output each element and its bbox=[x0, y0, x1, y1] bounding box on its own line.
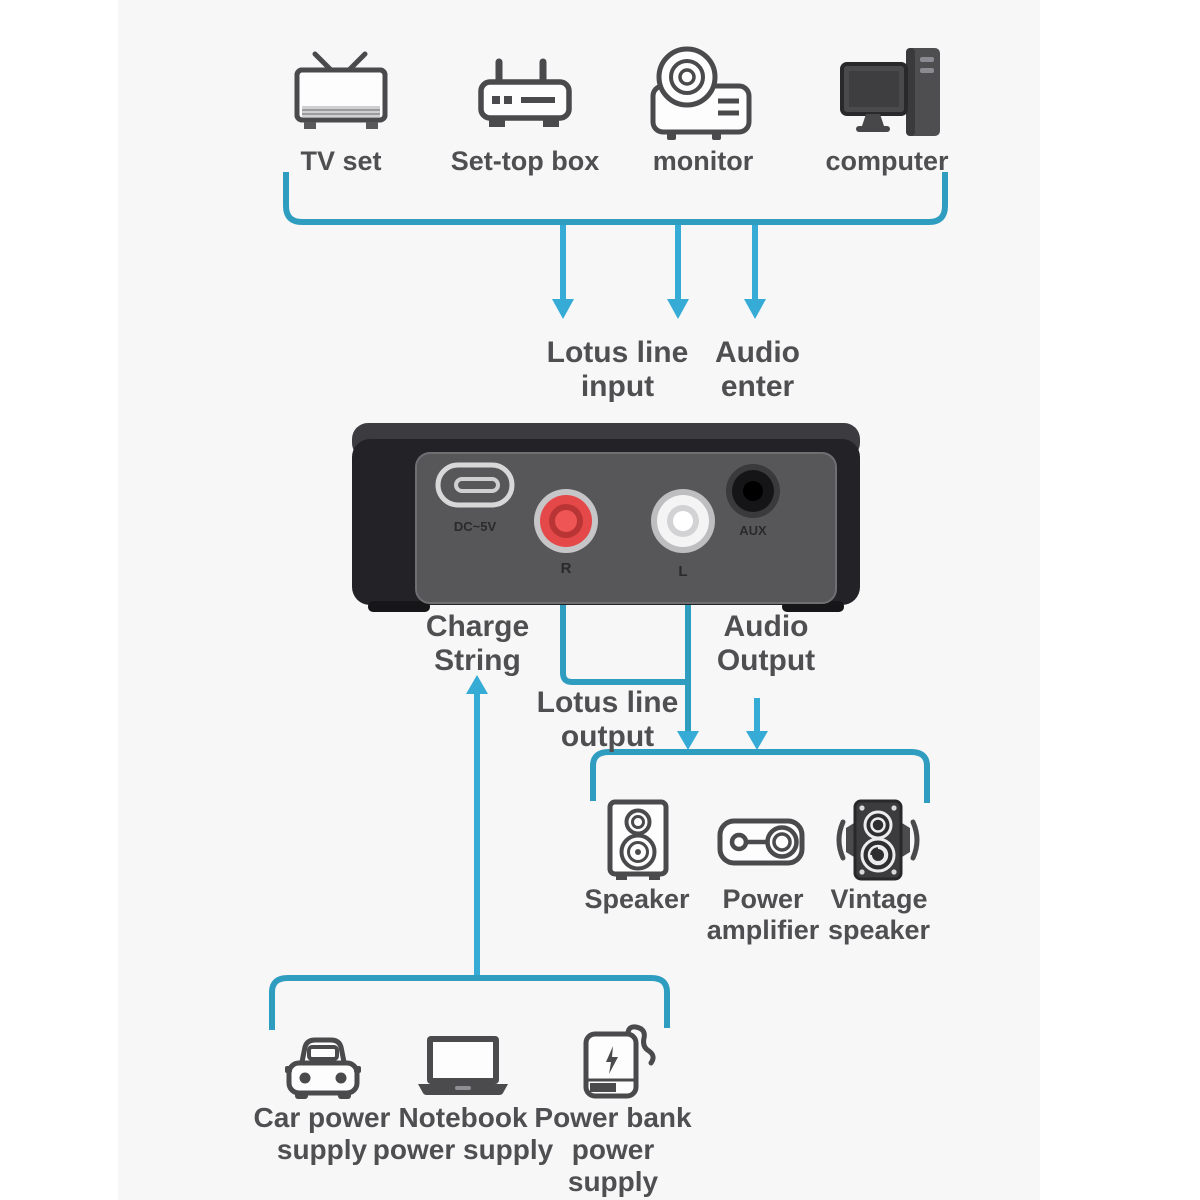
usb-port-label: DC~5V bbox=[454, 519, 497, 534]
lotus-output-connector bbox=[560, 603, 691, 733]
charge-line1: Charge bbox=[425, 610, 530, 643]
aux-port-label: AUX bbox=[739, 523, 767, 538]
audio-receiver-device: DC~5V R L AUX bbox=[352, 423, 860, 612]
amplifier-icon bbox=[717, 818, 805, 866]
power-label-powerbank: Power bank power supply bbox=[523, 1102, 703, 1198]
powerbank-label-line3: supply bbox=[567, 1166, 659, 1197]
speaker-label-line1: Speaker bbox=[584, 884, 690, 914]
lotus-input-line2: input bbox=[580, 370, 655, 403]
rca-right-label: R bbox=[561, 560, 572, 577]
notebook-icon bbox=[418, 1036, 508, 1095]
input-arrows bbox=[552, 225, 766, 319]
lotus-output-arrowhead bbox=[677, 731, 699, 750]
amplifier-label-line1: Power bbox=[722, 884, 804, 914]
rca-left-label: L bbox=[678, 563, 687, 580]
source-label-computer: computer bbox=[825, 146, 949, 176]
speaker-bracket-connector bbox=[590, 749, 930, 803]
lotus-output-line2: output bbox=[560, 720, 655, 753]
rca-jack-white bbox=[651, 489, 715, 553]
tv-icon bbox=[294, 51, 388, 129]
notebook-label-line1: Notebook bbox=[398, 1102, 528, 1133]
vintage-label-line2: speaker bbox=[827, 915, 931, 945]
rca-jack-red bbox=[534, 489, 598, 553]
computer-icon bbox=[840, 48, 940, 136]
sink-label-amplifier: Power amplifier bbox=[693, 884, 833, 946]
source-label-tv: TV set bbox=[300, 146, 382, 176]
notebook-label-line2: power supply bbox=[372, 1134, 554, 1165]
power-bracket-connector bbox=[269, 975, 670, 1030]
vintage-label-line1: Vintage bbox=[830, 884, 928, 914]
source-label-settop: Set-top box bbox=[450, 146, 600, 176]
audio-enter-line1: Audio bbox=[715, 336, 800, 369]
usb-c-port bbox=[435, 462, 515, 508]
audio-output-label: Audio Output bbox=[686, 610, 846, 678]
aux-port bbox=[726, 464, 780, 518]
lotus-output-line1: Lotus line bbox=[536, 686, 679, 719]
lotus-line-output-label: Lotus line output bbox=[520, 686, 695, 754]
audio-output-line1: Audio bbox=[723, 610, 809, 643]
power-label-notebook: Notebook power supply bbox=[363, 1102, 563, 1166]
amplifier-label-line2: amplifier bbox=[706, 915, 820, 945]
lotus-line-input-label: Lotus line input bbox=[530, 336, 705, 404]
car-label-line1: Car power bbox=[253, 1102, 391, 1133]
lotus-input-line1: Lotus line bbox=[546, 336, 689, 369]
source-label-monitor: monitor bbox=[652, 146, 754, 176]
car-label-line2: supply bbox=[276, 1134, 368, 1165]
speaker-icon bbox=[607, 799, 669, 880]
powerbank-label-line1: Power bank bbox=[534, 1102, 692, 1133]
projector-icon bbox=[650, 46, 752, 140]
vintage-speaker-icon bbox=[836, 799, 920, 881]
charge-string-label: Charge String bbox=[395, 610, 560, 678]
audio-output-arrowhead bbox=[746, 731, 768, 750]
audio-enter-label: Audio enter bbox=[690, 336, 825, 404]
power-bank-icon bbox=[583, 1024, 656, 1099]
charge-line2: String bbox=[434, 644, 521, 677]
sink-label-vintage: Vintage speaker bbox=[809, 884, 949, 946]
set-top-box-icon bbox=[478, 58, 572, 127]
car-icon bbox=[285, 1037, 361, 1099]
audio-enter-line2: enter bbox=[720, 370, 795, 403]
power-label-car: Car power supply bbox=[232, 1102, 412, 1166]
sink-label-speaker: Speaker bbox=[567, 884, 707, 915]
audio-output-line2: Output bbox=[716, 644, 816, 677]
powerbank-label-line2: power bbox=[571, 1134, 655, 1165]
charge-arrowhead bbox=[466, 675, 488, 694]
top-bracket-connector bbox=[283, 172, 948, 225]
device-foot-left bbox=[368, 601, 430, 612]
